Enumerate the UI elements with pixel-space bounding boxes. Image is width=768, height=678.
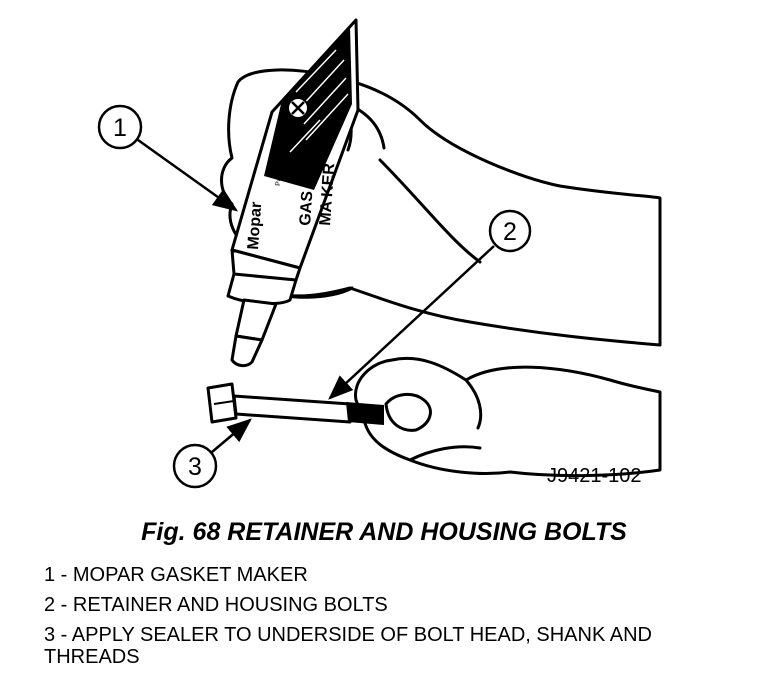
legend-item-2: 2 - RETAINER AND HOUSING BOLTS: [44, 594, 388, 616]
callout-3: 3: [172, 418, 252, 489]
lower-hand: [354, 356, 662, 478]
illustration: GAS KET MA KER Mopar Part No. 1 2 3: [97, 18, 662, 489]
legend-item-1: 1 - MOPAR GASKET MAKER: [44, 564, 308, 586]
callout-1: 1: [97, 104, 239, 212]
callout-1-number: 1: [113, 114, 127, 142]
tube-product-line-1: GAS KET: [297, 154, 319, 226]
callout-2: 2: [328, 209, 532, 400]
callout-2-number: 2: [503, 218, 517, 246]
tube-brand: Mopar: [245, 201, 265, 250]
legend-item-3: 3 - APPLY SEALER TO UNDERSIDE OF BOLT HE…: [44, 624, 652, 668]
figure-id: J9421-102: [547, 465, 642, 487]
gasket-maker-tube: GAS KET MA KER Mopar Part No.: [226, 18, 360, 368]
figure-caption: Fig. 68 RETAINER AND HOUSING BOLTS: [141, 518, 627, 546]
legend: 1 - MOPAR GASKET MAKER 2 - RETAINER AND …: [44, 564, 744, 676]
tube-small-text: Part No.: [275, 160, 284, 186]
bolt: [206, 382, 384, 425]
tube-product-line-2: MA KER: [317, 162, 338, 226]
callout-3-number: 3: [188, 453, 202, 481]
